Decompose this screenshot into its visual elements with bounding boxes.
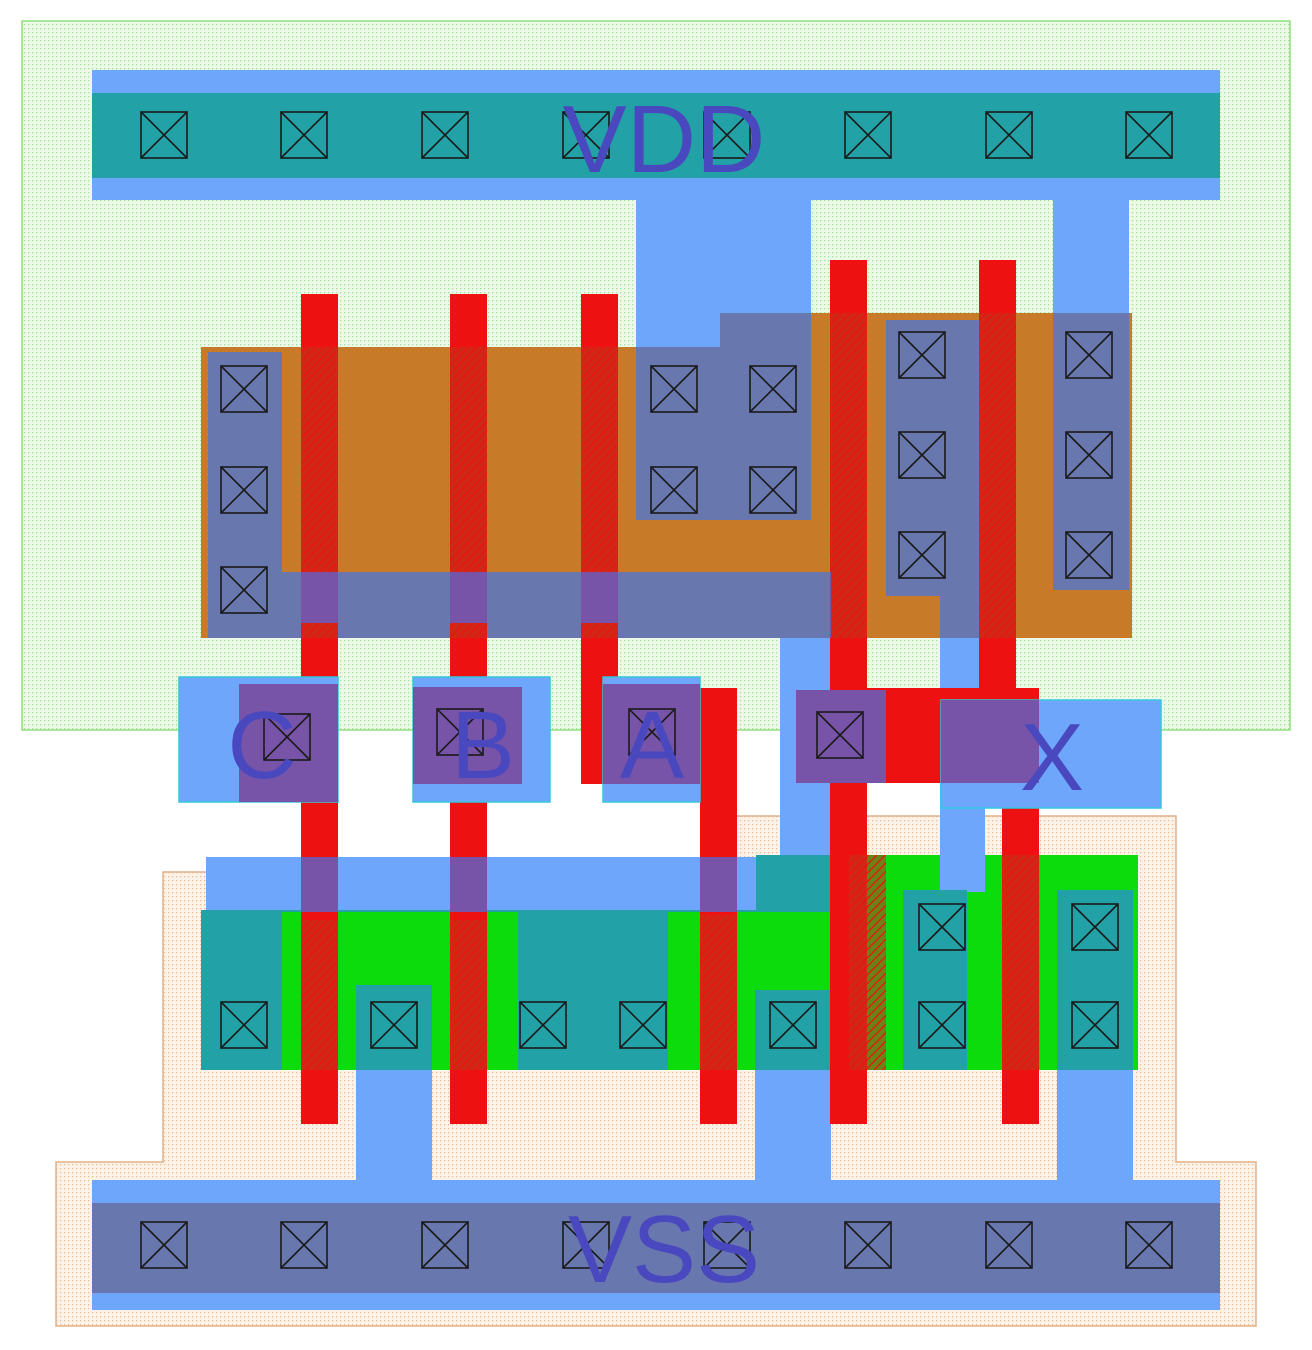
pin-label-x: X (1020, 704, 1084, 811)
metal-ndiff-overlap (201, 855, 1133, 1070)
pin-b[interactable] (412, 676, 551, 803)
vdd-label: VDD (563, 86, 766, 193)
metal-pdiff-overlap (208, 313, 1129, 638)
vss-label: VSS (568, 1196, 760, 1303)
pin-label-c: C (227, 692, 296, 799)
pin-label-b: B (451, 692, 515, 799)
pin-x[interactable] (940, 699, 1162, 809)
pin-label-a: A (620, 692, 684, 799)
pin-a[interactable] (602, 676, 701, 803)
metal-poly-overlap (301, 572, 831, 912)
pin-c[interactable] (178, 676, 339, 803)
